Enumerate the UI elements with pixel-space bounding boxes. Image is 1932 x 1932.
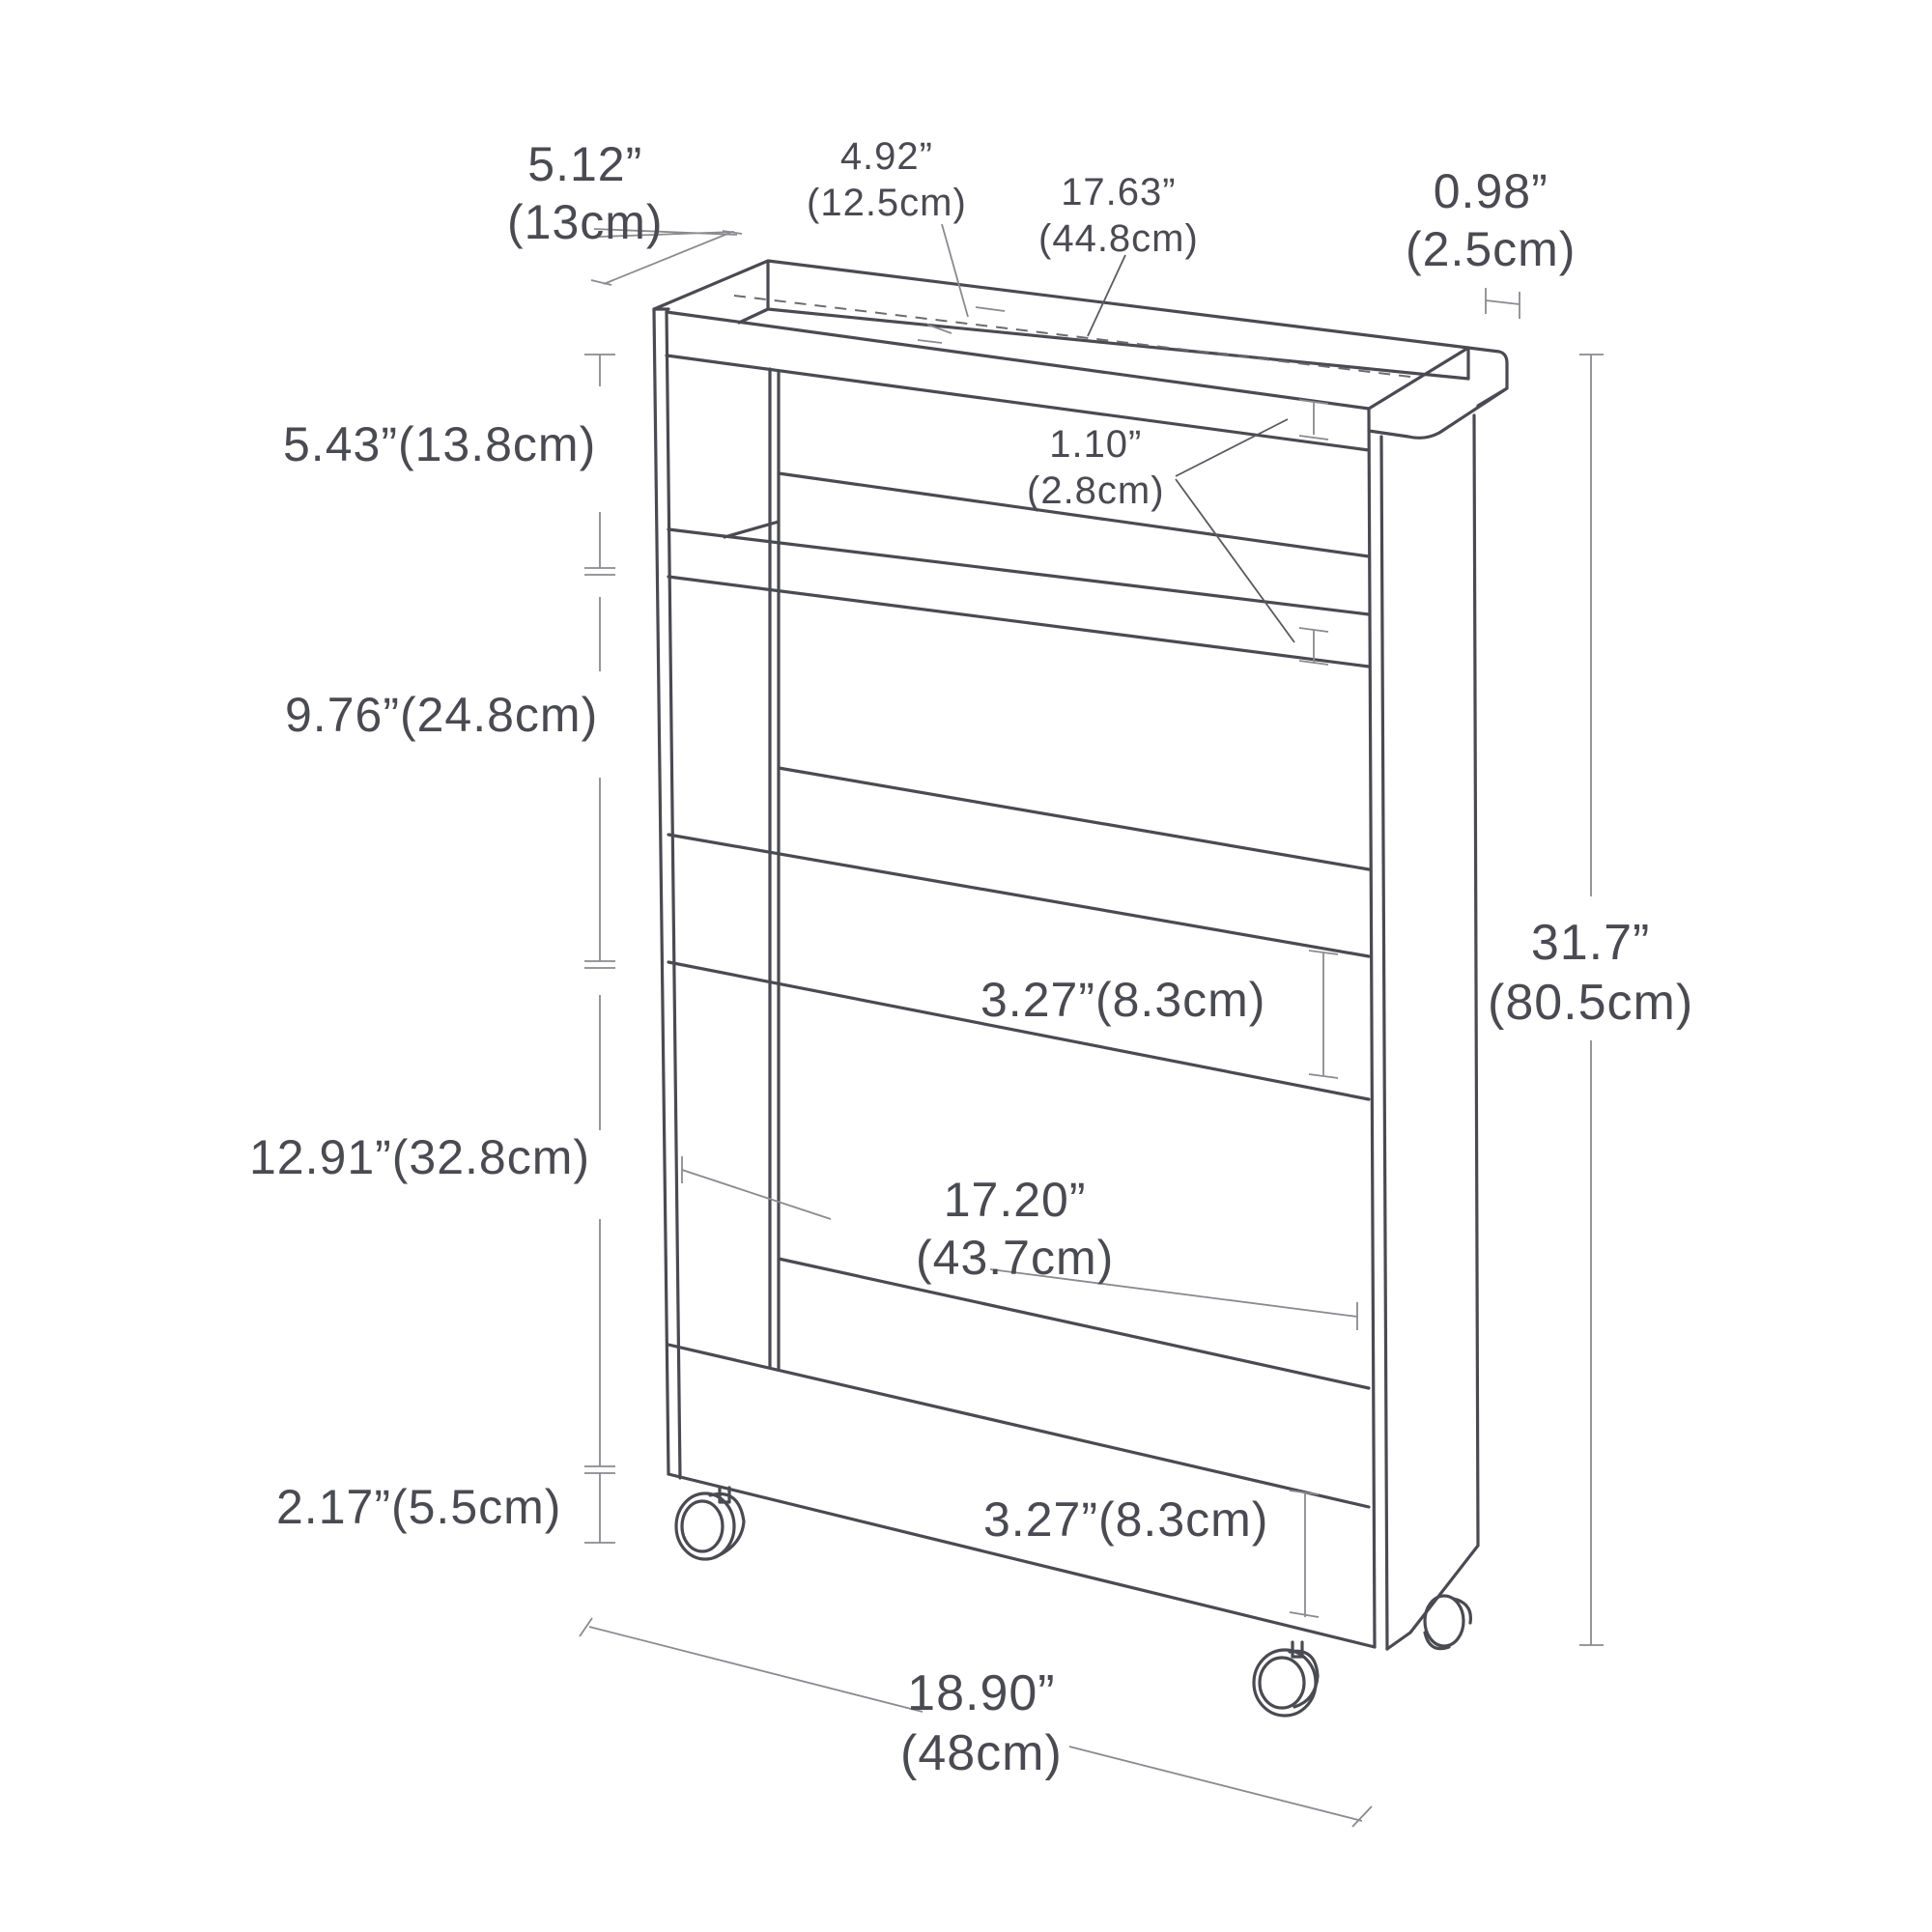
middle-tier-panel [667, 766, 1371, 1101]
label-handle-width: 0.98” (2.5cm) [1406, 162, 1576, 278]
left-side-panel [652, 307, 682, 1480]
label-handle-width-in: 0.98” [1433, 164, 1548, 218]
label-rail-height: 1.10” (2.8cm) [1027, 421, 1165, 514]
label-top-tier-height: 5.43”(13.8cm) [283, 415, 596, 473]
label-bottom-panel-height-text: 3.27”(8.3cm) [983, 1492, 1269, 1547]
label-width-inner-top-cm: (44.8cm) [1038, 217, 1199, 260]
label-total-width: 18.90” (48cm) [900, 1663, 1063, 1784]
left-vertical-dimension-chain [584, 354, 615, 1544]
caster-back-right [1423, 1594, 1472, 1651]
label-depth-inner-in: 4.92” [839, 135, 933, 178]
label-rail-height-in: 1.10” [1049, 423, 1143, 466]
label-inner-width-in: 17.20” [943, 1173, 1087, 1227]
dimension-lines [579, 223, 1604, 1828]
label-rail-height-cm: (2.8cm) [1027, 469, 1165, 512]
label-depth-outer-cm: (13cm) [507, 195, 664, 249]
label-width-inner-top: 17.63” (44.8cm) [1038, 169, 1199, 262]
inner-back-post [768, 367, 781, 1372]
label-top-tier-height-text: 5.43”(13.8cm) [283, 417, 597, 471]
caster-front-left [674, 1486, 746, 1561]
label-bottom-panel-height: 3.27”(8.3cm) [983, 1491, 1268, 1548]
right-front-post [1367, 407, 1389, 1651]
label-inner-width: 17.20” (43.7cm) [916, 1171, 1114, 1287]
label-middle-tier-height-text: 9.76”(24.8cm) [285, 688, 599, 742]
label-bottom-tier-height-text: 12.91”(32.8cm) [249, 1130, 591, 1184]
label-middle-panel-height: 3.27”(8.3cm) [980, 971, 1265, 1029]
label-bottom-tier-height: 12.91”(32.8cm) [249, 1128, 590, 1186]
right-side-panel [1385, 413, 1480, 1651]
label-middle-tier-height: 9.76”(24.8cm) [285, 686, 598, 744]
label-total-height-in: 31.7” [1530, 915, 1651, 971]
label-middle-panel-height-text: 3.27”(8.3cm) [980, 973, 1266, 1027]
label-total-width-in: 18.90” [907, 1665, 1056, 1721]
label-inner-width-cm: (43.7cm) [916, 1231, 1115, 1285]
casters [674, 1486, 1472, 1718]
label-caster-height: 2.17”(5.5cm) [276, 1478, 561, 1536]
label-total-width-cm: (48cm) [900, 1725, 1063, 1782]
top-tier-rail [667, 471, 1371, 668]
label-handle-width-cm: (2.5cm) [1406, 222, 1577, 276]
label-total-height: 31.7” (80.5cm) [1488, 913, 1693, 1034]
label-caster-height-text: 2.17”(5.5cm) [276, 1480, 562, 1534]
label-depth-inner-cm: (12.5cm) [807, 182, 967, 224]
label-depth-outer: 5.12” (13cm) [507, 135, 664, 251]
bottom-tier-panel [667, 1257, 1377, 1649]
cart-body [652, 259, 1509, 1651]
top-tray [652, 259, 1470, 452]
label-total-height-cm: (80.5cm) [1488, 975, 1694, 1032]
side-handle [1367, 346, 1509, 440]
caster-front-right [1252, 1640, 1320, 1718]
label-depth-inner: 4.92” (12.5cm) [807, 133, 967, 226]
label-width-inner-top-in: 17.63” [1061, 171, 1177, 213]
label-depth-outer-in: 5.12” [527, 137, 643, 191]
